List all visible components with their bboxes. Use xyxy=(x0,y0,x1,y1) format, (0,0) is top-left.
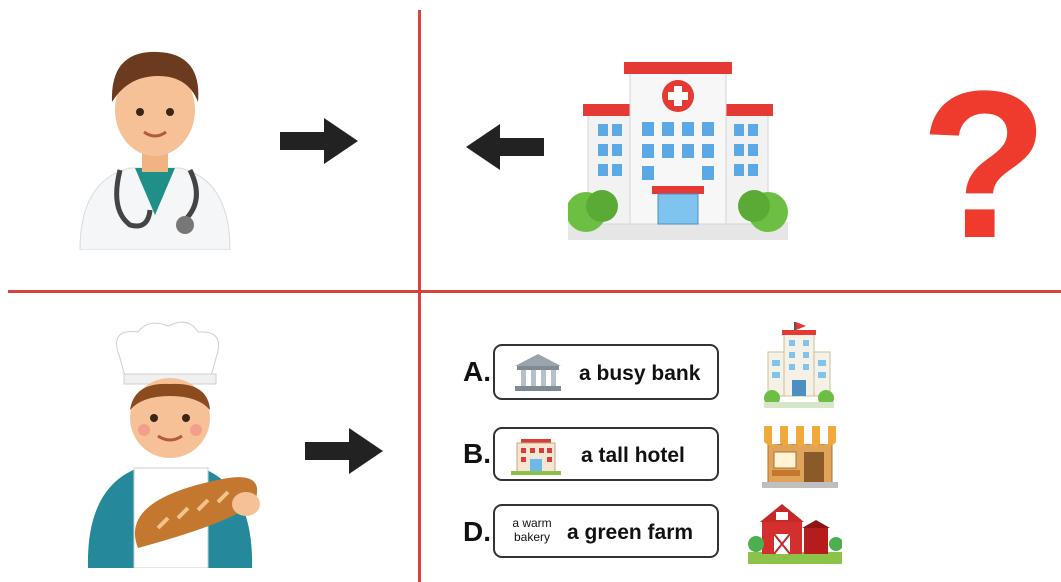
question-mark: ? xyxy=(920,47,1049,282)
option-a-label: a busy bank xyxy=(579,362,701,385)
option-b-letter: B. xyxy=(463,438,491,469)
option-d-prefix: a warm bakery xyxy=(507,516,557,544)
arrow-right-icon xyxy=(280,118,358,164)
option-d-button[interactable]: a warm bakery a green farm xyxy=(493,504,719,558)
vertical-divider xyxy=(418,10,421,582)
farm-barn-icon xyxy=(748,504,842,564)
option-d-prefix-line2: bakery xyxy=(513,530,551,544)
doctor-icon xyxy=(79,51,231,250)
hospital-icon xyxy=(568,62,788,240)
arrow-left-icon xyxy=(466,124,544,170)
option-a-letter: A. xyxy=(463,356,491,387)
horizontal-divider xyxy=(8,290,1061,293)
arrow-right-icon xyxy=(305,428,383,474)
bakery-shop-icon xyxy=(762,426,838,488)
option-d-prefix-line1: a warm xyxy=(512,516,552,530)
building-icon xyxy=(764,322,834,408)
option-a-button[interactable]: a busy bank xyxy=(493,344,719,400)
baker-icon xyxy=(87,321,260,568)
hotel-icon xyxy=(511,439,561,475)
option-b-label: a tall hotel xyxy=(581,444,685,467)
option-d-label: a green farm xyxy=(567,521,694,544)
option-d-letter: D. xyxy=(463,516,491,547)
option-b-button[interactable]: a tall hotel xyxy=(493,427,719,481)
bank-icon xyxy=(515,354,561,391)
